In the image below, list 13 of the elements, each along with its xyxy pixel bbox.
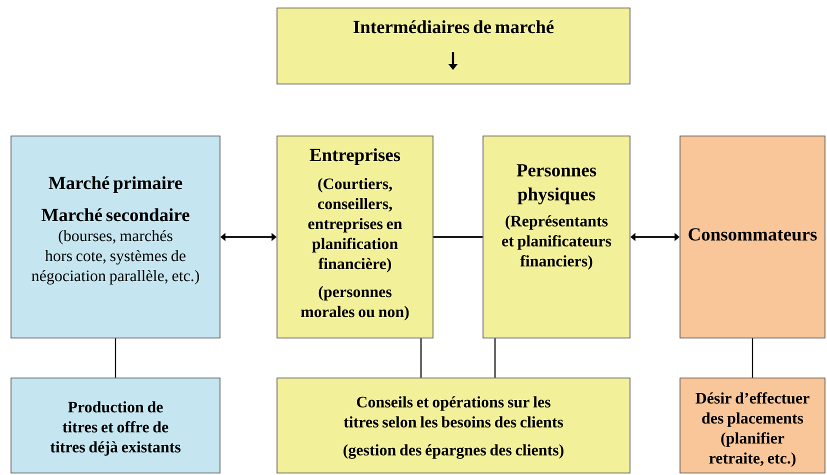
connector xyxy=(420,338,422,378)
connector xyxy=(494,338,496,378)
role-box: Conseils et opérations sur les titres selon les besoins des clients (gestion des épargnes des clients) xyxy=(276,378,630,474)
intermediary-box: Personnes physiques (Représentants et planificateurs financiers) xyxy=(482,136,630,338)
connector xyxy=(752,338,754,378)
connector xyxy=(114,338,116,378)
consumer-box: Consommateurs xyxy=(680,136,826,338)
role-box: Production de titres et offre de titres déjà existants xyxy=(10,378,220,474)
role-box: Désir d’effectuer des placements (planifier retraite, etc.) xyxy=(680,378,826,474)
intermediary-box: Entreprises (Courtiers, conseillers, entreprises en planification financière) (personnes morales ou non) xyxy=(276,136,434,338)
header-box: Intermédiaires de marché xyxy=(276,8,630,84)
market-box: Marché primaire Marché secondaire (bourses, marchés hors cote, systèmes de négociation parallèle, etc.) xyxy=(10,136,220,338)
connector xyxy=(433,236,483,238)
